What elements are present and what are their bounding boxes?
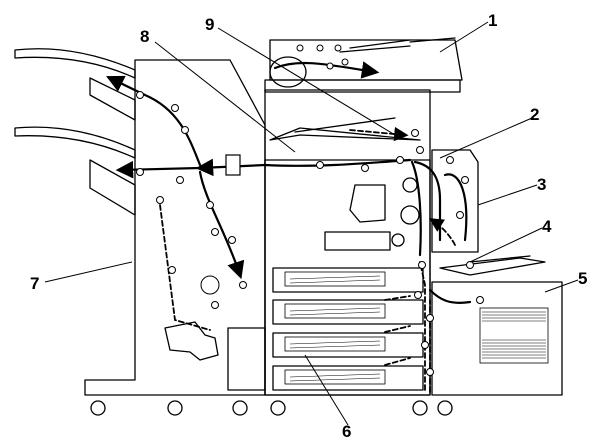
- callout-8: 8: [140, 27, 149, 46]
- document-feeder: [264, 37, 463, 93]
- right-side-units: [431, 149, 546, 276]
- finisher-unit: [14, 48, 266, 416]
- bridge-unit: [269, 117, 421, 141]
- copier-main-body: [264, 89, 431, 416]
- callout-1: 1: [488, 11, 497, 30]
- paper-path-dashed: [159, 126, 456, 393]
- callout-5: 5: [578, 269, 587, 288]
- paper-path-solid: [106, 61, 472, 304]
- callout-6: 6: [342, 422, 351, 440]
- callout-7: 7: [30, 274, 39, 293]
- callout-2: 2: [530, 105, 539, 124]
- rollers: [136, 44, 484, 376]
- leader-lines: [44, 21, 579, 426]
- callout-4: 4: [542, 217, 552, 236]
- callout-labels: 1 2 3 4 5 6 7 8 9: [30, 11, 587, 440]
- callout-3: 3: [537, 175, 546, 194]
- large-capacity-tray: [431, 281, 563, 416]
- callout-9: 9: [205, 15, 214, 34]
